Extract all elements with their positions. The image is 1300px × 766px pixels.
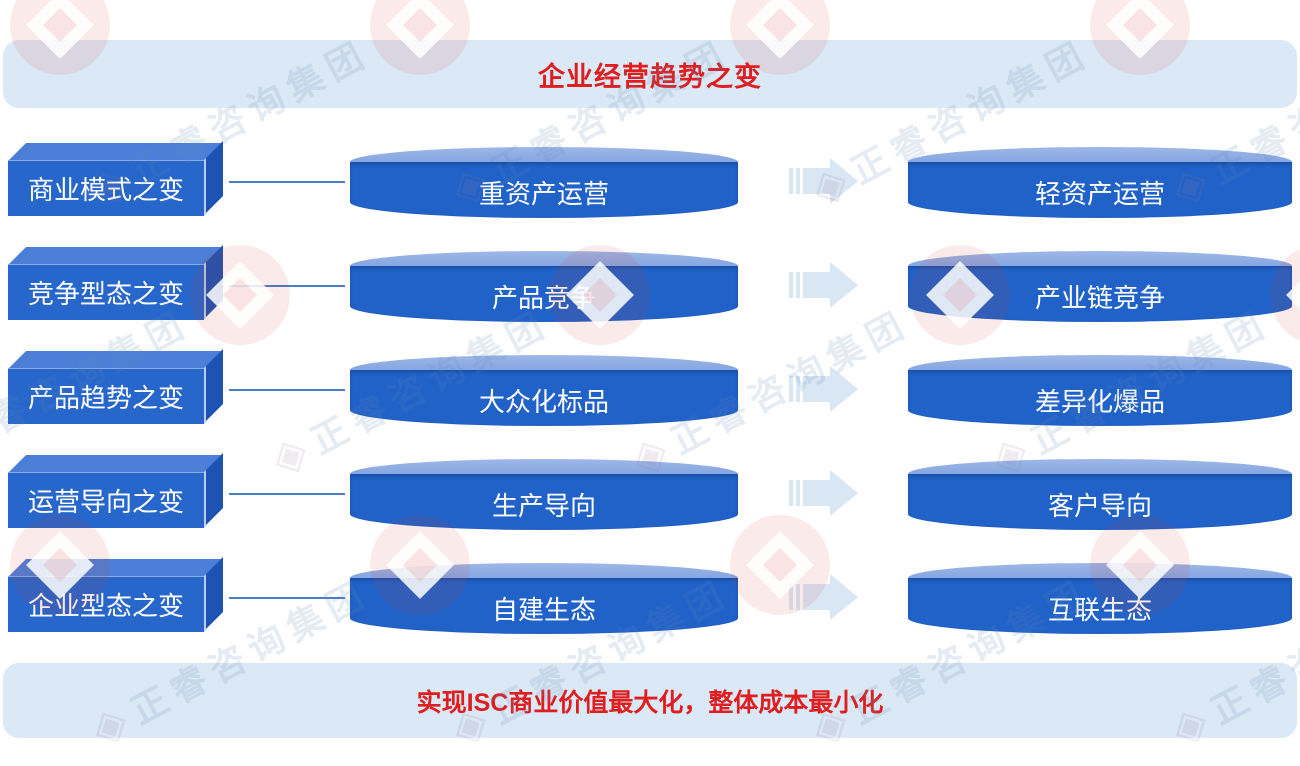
from-cylinder: 生产导向 <box>350 451 738 555</box>
to-cylinder: 客户导向 <box>908 451 1292 555</box>
to-label: 轻资产运营 <box>1034 179 1165 209</box>
box-front-face: 运营导向之变 <box>8 472 204 528</box>
right-arrow-icon <box>789 366 858 412</box>
connector-line <box>229 389 345 391</box>
title-banner: 企业经营趋势之变 <box>3 40 1297 108</box>
connector-line <box>229 181 345 183</box>
trend-row: 企业型态之变 自建生态 互联生态 <box>0 555 1300 659</box>
cylinder-body: 自建生态 <box>350 578 738 634</box>
from-label: 自建生态 <box>491 595 596 625</box>
to-label: 客户导向 <box>1047 491 1152 521</box>
to-label: 互联生态 <box>1047 595 1152 625</box>
category-label: 运营导向之变 <box>27 487 184 517</box>
connector-line <box>229 597 345 599</box>
box-top-face <box>8 143 222 161</box>
to-cylinder: 差异化爆品 <box>908 347 1292 451</box>
box-front-face: 竞争型态之变 <box>8 264 204 320</box>
from-label: 生产导向 <box>491 491 596 521</box>
trend-row: 运营导向之变 生产导向 客户导向 <box>0 451 1300 555</box>
cylinder-body: 重资产运营 <box>350 162 738 218</box>
category-box: 企业型态之变 <box>0 555 230 659</box>
trend-row: 竞争型态之变 产品竞争 产业链竞争 <box>0 243 1300 347</box>
category-box: 产品趋势之变 <box>0 347 230 451</box>
right-arrow-icon <box>789 262 858 308</box>
to-cylinder: 互联生态 <box>908 555 1292 659</box>
connector-line <box>229 285 345 287</box>
from-label: 重资产运营 <box>478 179 609 209</box>
to-cylinder: 产业链竞争 <box>908 243 1292 347</box>
from-cylinder: 自建生态 <box>350 555 738 659</box>
trend-rows: 商业模式之变 重资产运营 轻资产运营 <box>0 139 1300 659</box>
from-cylinder: 重资产运营 <box>350 139 738 243</box>
category-label: 产品趋势之变 <box>27 383 184 413</box>
right-arrow-icon <box>789 574 858 620</box>
from-label: 大众化标品 <box>478 387 609 417</box>
box-top-face <box>8 559 222 577</box>
cylinder-body: 客户导向 <box>908 474 1292 530</box>
category-label: 竞争型态之变 <box>27 279 184 309</box>
category-box: 运营导向之变 <box>0 451 230 555</box>
to-label: 差异化爆品 <box>1034 387 1165 417</box>
box-top-face <box>8 455 222 473</box>
conclusion-banner: 实现ISC商业价值最大化，整体成本最小化 <box>3 663 1297 738</box>
conclusion-text: 实现ISC商业价值最大化，整体成本最小化 <box>416 688 884 717</box>
cylinder-body: 生产导向 <box>350 474 738 530</box>
box-top-face <box>8 247 222 265</box>
box-front-face: 商业模式之变 <box>8 160 204 216</box>
category-box: 竞争型态之变 <box>0 243 230 347</box>
connector-line <box>229 493 345 495</box>
trend-row: 商业模式之变 重资产运营 轻资产运营 <box>0 139 1300 243</box>
to-cylinder: 轻资产运营 <box>908 139 1292 243</box>
category-label: 企业型态之变 <box>27 591 184 621</box>
right-arrow-icon <box>789 158 858 204</box>
from-cylinder: 大众化标品 <box>350 347 738 451</box>
cylinder-body: 差异化爆品 <box>908 370 1292 426</box>
right-arrow-icon <box>789 470 858 516</box>
cylinder-body: 大众化标品 <box>350 370 738 426</box>
cylinder-body: 产业链竞争 <box>908 266 1292 322</box>
page-title: 企业经营趋势之变 <box>538 61 762 92</box>
box-top-face <box>8 351 222 369</box>
cylinder-body: 产品竞争 <box>350 266 738 322</box>
category-label: 商业模式之变 <box>27 175 184 205</box>
box-front-face: 企业型态之变 <box>8 576 204 632</box>
box-front-face: 产品趋势之变 <box>8 368 204 424</box>
cylinder-body: 轻资产运营 <box>908 162 1292 218</box>
category-box: 商业模式之变 <box>0 139 230 243</box>
cylinder-body: 互联生态 <box>908 578 1292 634</box>
from-cylinder: 产品竞争 <box>350 243 738 347</box>
trend-row: 产品趋势之变 大众化标品 差异化爆品 <box>0 347 1300 451</box>
from-label: 产品竞争 <box>491 283 596 313</box>
to-label: 产业链竞争 <box>1034 283 1165 313</box>
